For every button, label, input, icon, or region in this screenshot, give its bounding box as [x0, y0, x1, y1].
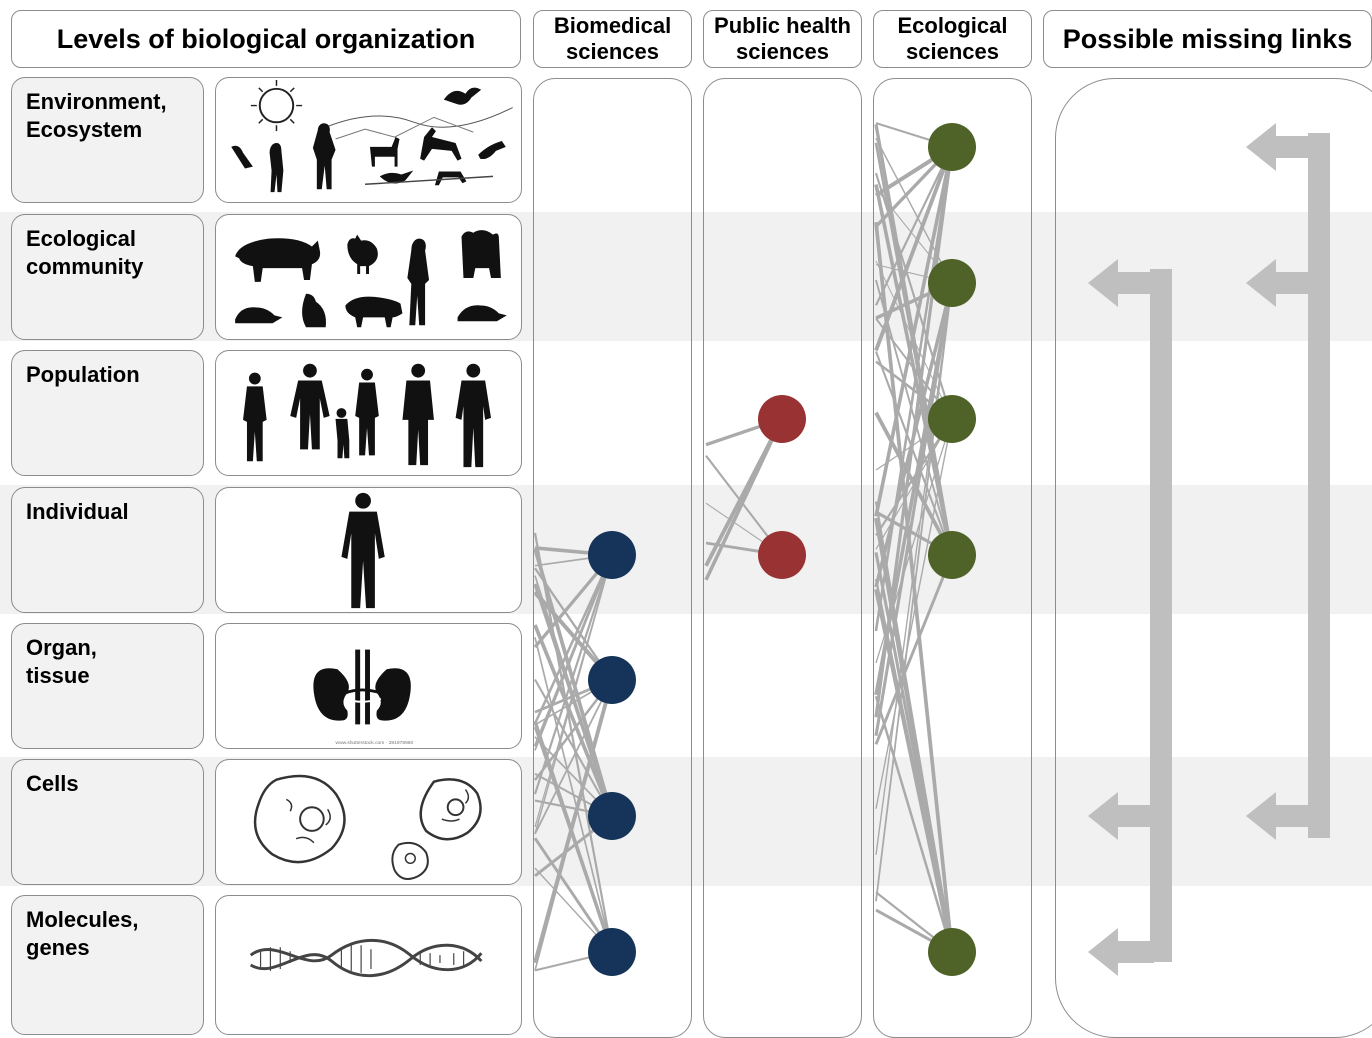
header-levels: Levels of biological organization: [11, 10, 521, 68]
cells-icon: [215, 759, 522, 885]
biomedical-link-line: [533, 624, 614, 817]
ecological-link-line: [874, 142, 954, 556]
missing-link-arrowhead: [1246, 792, 1276, 840]
missing-link-arrowhead: [1088, 792, 1118, 840]
biomedical-link-line: [534, 637, 613, 953]
people-icon: [215, 350, 522, 476]
ecological-link-line: [874, 222, 954, 953]
ecological-link-line: [874, 282, 954, 588]
biomedical-link-line: [533, 726, 614, 953]
biomedical-node: [588, 792, 636, 840]
level-label-cells: Cells: [11, 759, 204, 885]
ecological-link-line: [875, 279, 953, 556]
ecological-link-line: [875, 351, 953, 556]
svg-text:www.shutterstock.com · 2819789: www.shutterstock.com · 281978960: [336, 740, 414, 746]
ecological-node: [928, 123, 976, 171]
biomedical-link-line: [534, 679, 613, 835]
biomedical-link-line: [534, 575, 613, 817]
missing-link-arrowhead: [1246, 123, 1276, 171]
ecosystem-icon: [215, 77, 522, 203]
ecological-node: [928, 928, 976, 976]
header-biomedical: Biomedical sciences: [533, 10, 692, 68]
ecological-link-line: [875, 137, 953, 284]
missing-link-bar: [1150, 269, 1172, 962]
level-label-individual: Individual: [11, 487, 204, 613]
ecological-link-line: [874, 554, 954, 745]
missing-link-stem: [1272, 136, 1312, 158]
biomedical-node: [588, 656, 636, 704]
missing-link-stem: [1114, 941, 1154, 963]
ecological-link-line: [875, 146, 953, 306]
public_health-link-line: [704, 418, 784, 581]
missing-link-arrowhead: [1246, 259, 1276, 307]
level-label-population: Population: [11, 350, 204, 476]
level-label-organ: Organ, tissue: [11, 623, 204, 749]
ecological-node: [928, 395, 976, 443]
biomedical-node: [588, 928, 636, 976]
ecological-link-line: [874, 146, 954, 352]
kidneys-icon: www.shutterstock.com · 281978960: [215, 623, 522, 749]
ecological-link-line: [874, 552, 954, 953]
missing-link-arrowhead: [1088, 259, 1118, 307]
person-icon: [215, 487, 522, 613]
animals-icon: [215, 214, 522, 340]
biomedical-link-line: [533, 554, 614, 795]
ecological-node: [928, 259, 976, 307]
biomedical-link-line: [534, 679, 613, 971]
biomedical-link-line: [533, 547, 614, 817]
header-missing-links: Possible missing links: [1043, 10, 1372, 68]
level-label-environment: Environment, Ecosystem: [11, 77, 204, 203]
missing-link-arrowhead: [1088, 928, 1118, 976]
header-public-health: Public health sciences: [703, 10, 862, 68]
biomedical-node: [588, 531, 636, 579]
dna-icon: [215, 895, 522, 1035]
missing-link-stem: [1272, 272, 1312, 294]
ecological-link-line: [874, 695, 954, 953]
missing-link-stem: [1114, 272, 1154, 294]
level-label-community: Ecological community: [11, 214, 204, 340]
biomedical-link-line: [533, 554, 614, 725]
public_health-node: [758, 395, 806, 443]
missing-link-stem: [1272, 805, 1312, 827]
public_health-node: [758, 531, 806, 579]
ecological-link-line: [875, 189, 953, 556]
ecological-link-line: [874, 411, 954, 556]
biomedical-link-line: [533, 532, 614, 953]
missing-link-stem: [1114, 805, 1154, 827]
missing-link-bar: [1308, 133, 1330, 838]
header-ecological: Ecological sciences: [873, 10, 1032, 68]
ecological-node: [928, 531, 976, 579]
